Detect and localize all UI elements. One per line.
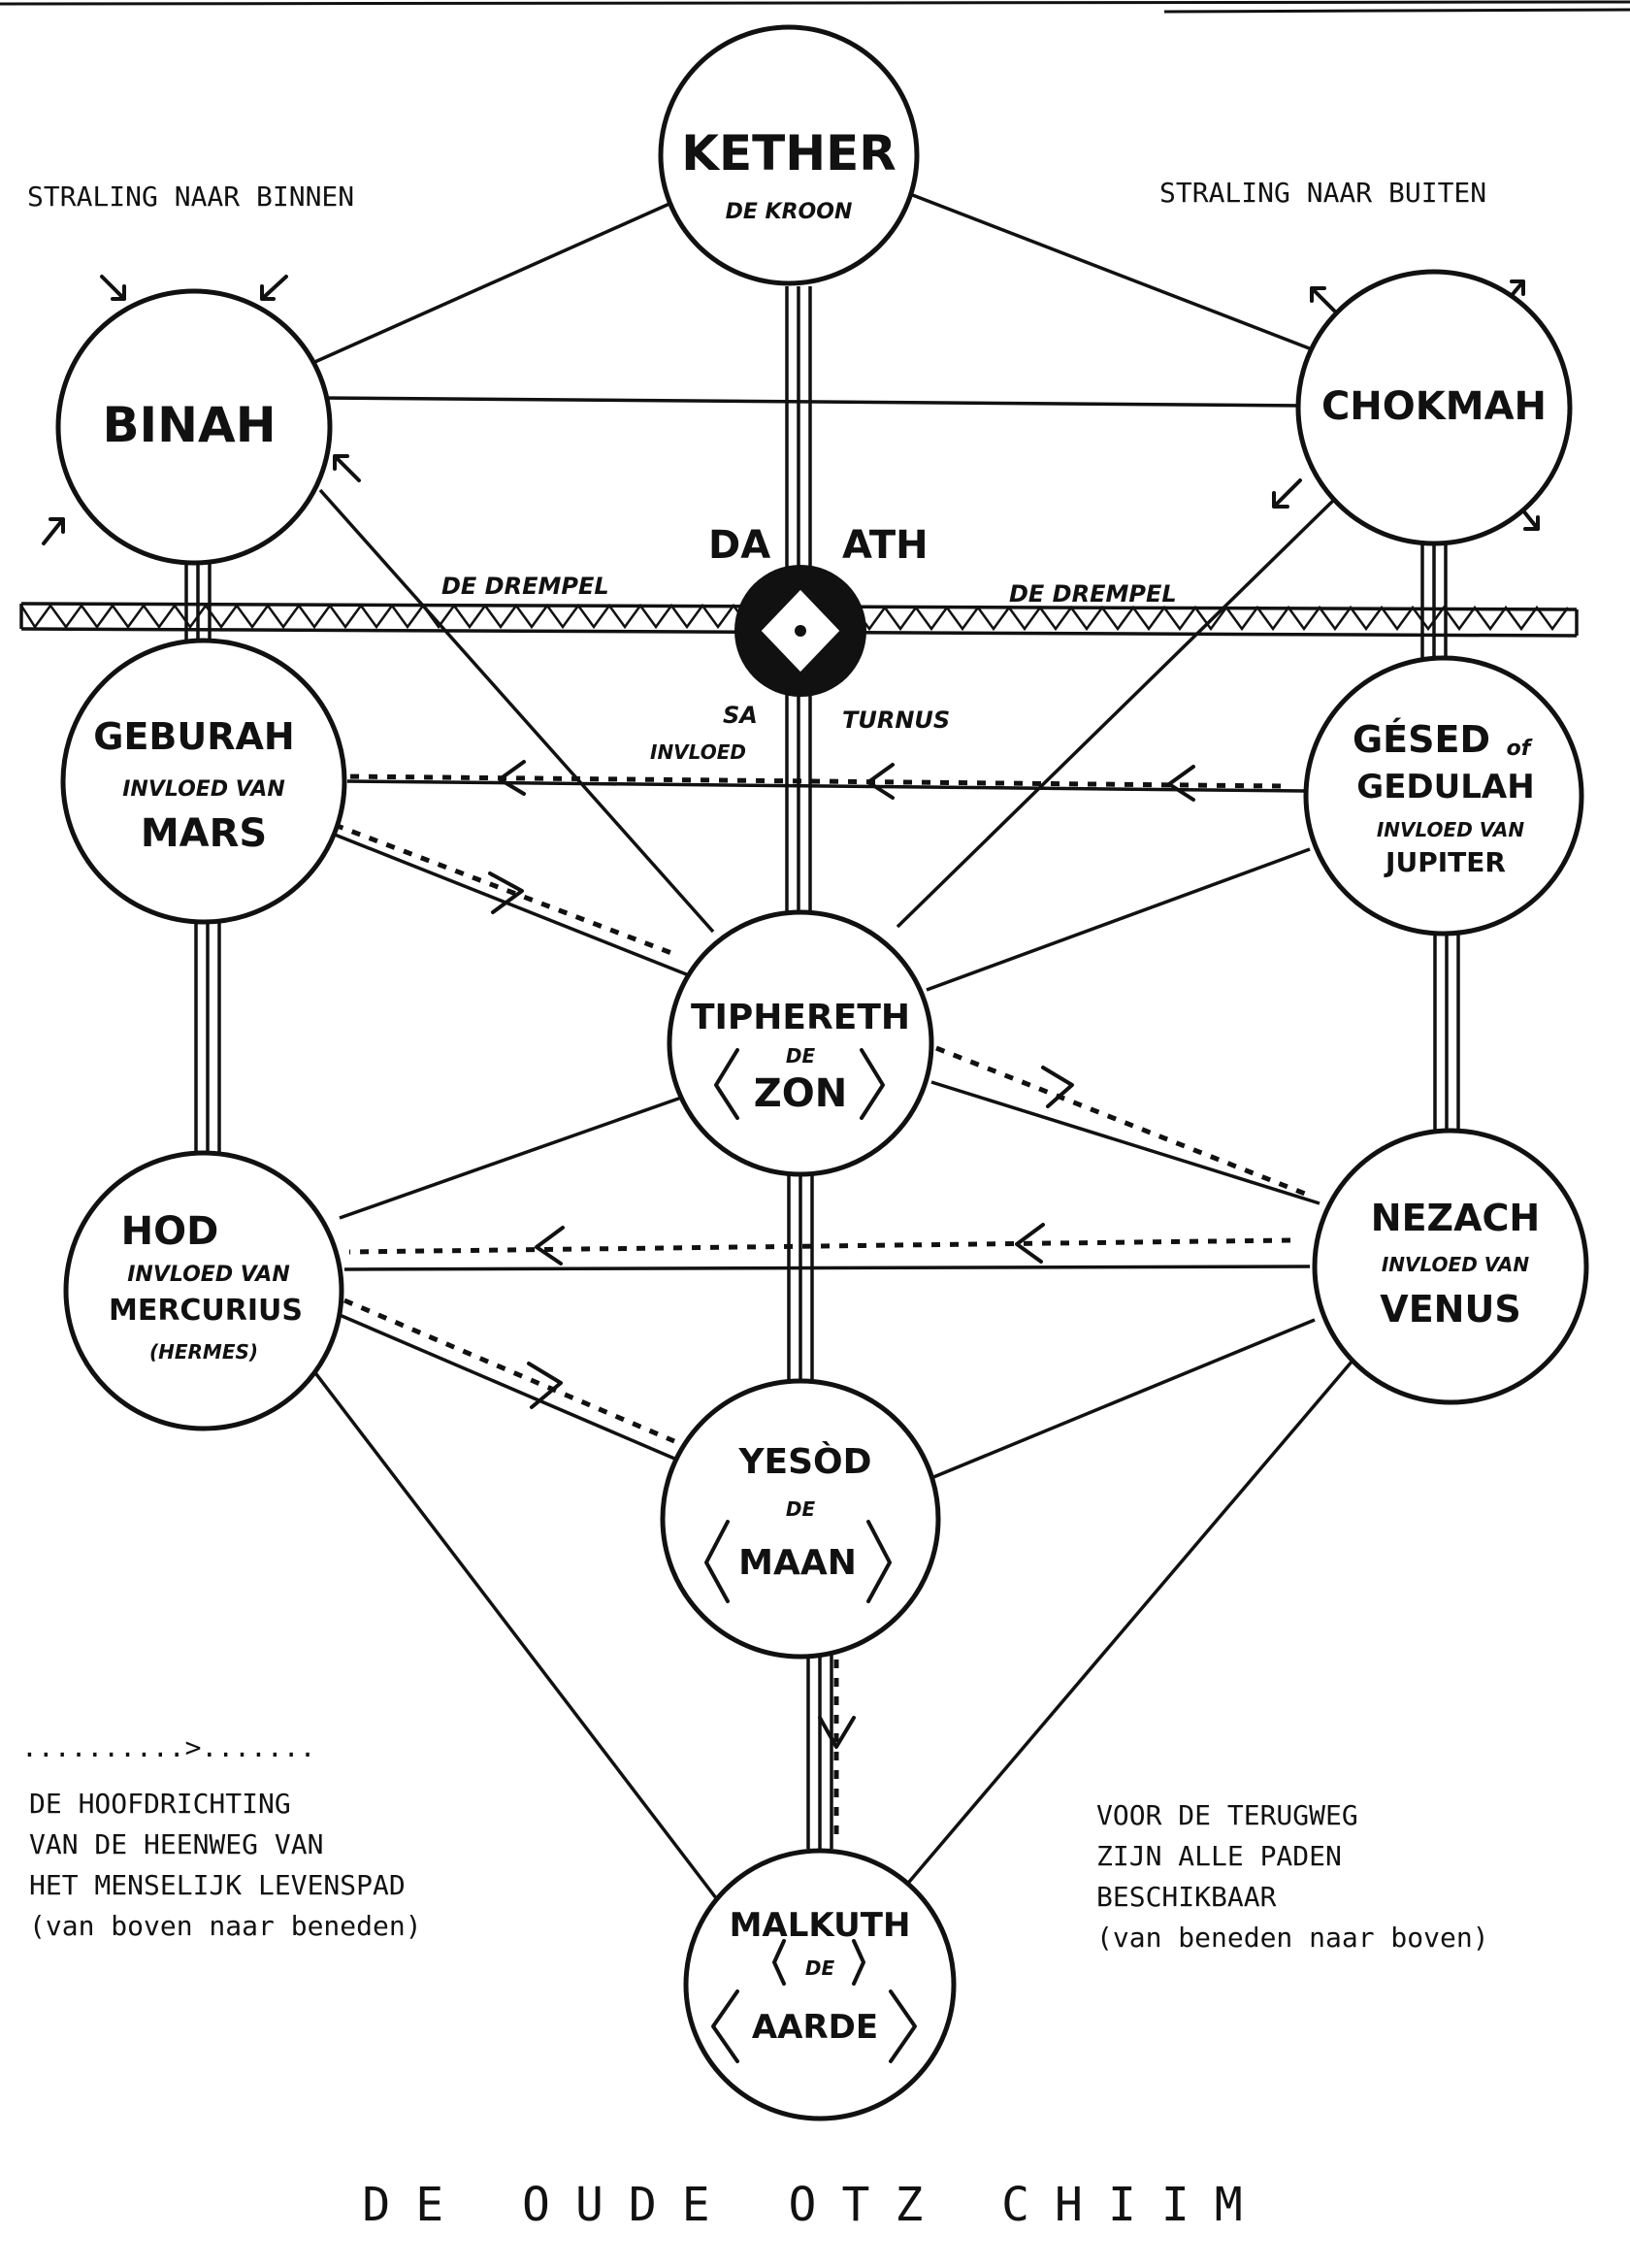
malkuth-de: DE [805, 1956, 835, 1980]
dotted-hod-yesod [343, 1298, 675, 1444]
binah-circle [55, 288, 333, 566]
geburah-name: GEBURAH [93, 715, 294, 758]
pillar-middle-tiphereth-yesod [787, 1169, 814, 1390]
legend-right-line1: VOOR DE TERUGWEG [1096, 1799, 1358, 1831]
kether-sub: DE KROON [726, 200, 853, 224]
arrowhead-right [1041, 1066, 1074, 1108]
tiphereth-planet: ZON [754, 1071, 847, 1116]
malkuth-planet: AARDE [752, 2008, 878, 2047]
dotted-tiphereth-nezach [935, 1045, 1306, 1197]
hod-planet: MERCURIUS [109, 1294, 303, 1328]
geburah-planet: MARS [141, 811, 267, 856]
arrowhead-down [818, 1716, 856, 1749]
arrowhead-left [1167, 765, 1195, 802]
path-binah-tiphereth [318, 488, 715, 934]
path-hod-malkuth [299, 1352, 725, 1909]
path-geburah-gesed [346, 779, 1306, 793]
hod-circle [63, 1150, 344, 1431]
geburah-circle [60, 638, 347, 925]
hod-alt: (HERMES) [149, 1340, 258, 1364]
arrowhead-left [866, 763, 895, 800]
path-nezach-malkuth [886, 1352, 1360, 1909]
pillar-middle-yesod-malkuth [806, 1655, 833, 1849]
label-threshold-left: DE DREMPEL [441, 573, 609, 600]
gesed-of: of [1507, 737, 1533, 761]
path-geburah-tiphereth [334, 833, 690, 977]
path-nezach-yesod [926, 1318, 1316, 1482]
nezach-sub: INVLOED VAN [1382, 1253, 1530, 1276]
pillar-right-chokmah-gesed [1420, 543, 1448, 670]
chokmah-name: CHOKMAH [1321, 384, 1547, 429]
path-gesed-tiphereth [926, 847, 1311, 992]
yesod-planet: MAAN [738, 1543, 857, 1583]
gesed-sub: INVLOED VAN [1377, 818, 1525, 841]
top-right-border-line [1163, 8, 1630, 14]
arrowhead-right [527, 1362, 563, 1409]
legend-left-symbol: ..........>....... [21, 1731, 315, 1763]
hod-name: HOD [121, 1209, 219, 1254]
legend-left-line2: VAN DE HEENWEG VAN [29, 1828, 323, 1860]
legend-left-line1: DE HOOFDRICHTING [29, 1788, 291, 1820]
legend-right-line3: BESCHIKBAAR [1096, 1881, 1277, 1913]
binah-name: BINAH [102, 397, 276, 453]
dotted-geburah-tiphereth [334, 822, 680, 959]
path-kether-binah [310, 202, 670, 366]
label-straling-naar-buiten: STRALING NAAR BUITEN [1159, 177, 1486, 209]
path-hod-yesod [339, 1313, 680, 1463]
label-daath-b: ATH [842, 523, 929, 568]
tiphereth-de: DE [786, 1044, 816, 1068]
gesed-circle [1303, 655, 1584, 937]
label-saturnus-a: SA [723, 702, 758, 729]
arrowhead-left [1015, 1223, 1045, 1264]
label-straling-naar-binnen: STRALING NAAR BINNEN [27, 181, 354, 213]
label-daath-a: DA [708, 523, 770, 568]
arrowhead-left [498, 760, 526, 796]
diagram-title: DE OUDE OTZ CHIIM [362, 2178, 1267, 2232]
malkuth-circle [683, 1848, 957, 2121]
main-direction-paths [334, 760, 1306, 1844]
chokmah-circle [1295, 269, 1573, 546]
hod-sub: INVLOED VAN [127, 1263, 289, 1287]
label-saturnus-c: INVLOED [650, 740, 746, 764]
path-kether-chokmah [909, 192, 1325, 356]
path-tiphereth-nezach [930, 1080, 1320, 1205]
kether-circle [658, 24, 920, 286]
malkuth-name: MALKUTH [730, 1906, 911, 1945]
pillar-right-gesed-nezach [1433, 932, 1460, 1140]
gesed-alt: GEDULAH [1356, 768, 1534, 806]
yesod-circle [660, 1378, 941, 1660]
radiation-arrows-inward [42, 275, 361, 545]
tiphereth-circle [667, 909, 934, 1177]
path-tiphereth-hod [339, 1095, 685, 1220]
path-hod-nezach [343, 1265, 1311, 1271]
daath-node [734, 565, 866, 697]
gesed-name: GÉSED [1353, 718, 1490, 761]
gesed-planet: JUPITER [1384, 846, 1506, 878]
label-threshold-right: DE DREMPEL [1009, 580, 1177, 608]
arrowhead-right [488, 871, 524, 914]
kether-name: KETHER [681, 125, 896, 181]
nezach-planet: VENUS [1380, 1288, 1520, 1331]
nezach-name: NEZACH [1371, 1197, 1540, 1239]
path-binah-chokmah [319, 396, 1306, 408]
legend-right-line4: (van beneden naar boven) [1096, 1922, 1489, 1954]
planet-brackets [704, 1048, 917, 2063]
path-chokmah-tiphereth [896, 493, 1341, 929]
legend-right-line2: ZIJN ALLE PADEN [1096, 1840, 1342, 1872]
nezach-circle [1312, 1128, 1589, 1405]
label-saturnus-b: TURNUS [842, 707, 950, 734]
top-border-line [0, 0, 1630, 6]
pillar-left-geburah-hod [194, 907, 221, 1155]
legend-left-line3: HET MENSELIJK LEVENSPAD [29, 1869, 406, 1901]
tiphereth-name: TIPHERETH [691, 998, 910, 1037]
yesod-name: YESÒD [737, 1441, 871, 1482]
dotted-nezach-hod [348, 1237, 1291, 1255]
legend-left-line4: (van boven naar beneden) [29, 1910, 422, 1942]
arrowhead-left [535, 1226, 565, 1265]
geburah-sub: INVLOED VAN [122, 777, 284, 802]
yesod-de: DE [786, 1497, 816, 1521]
